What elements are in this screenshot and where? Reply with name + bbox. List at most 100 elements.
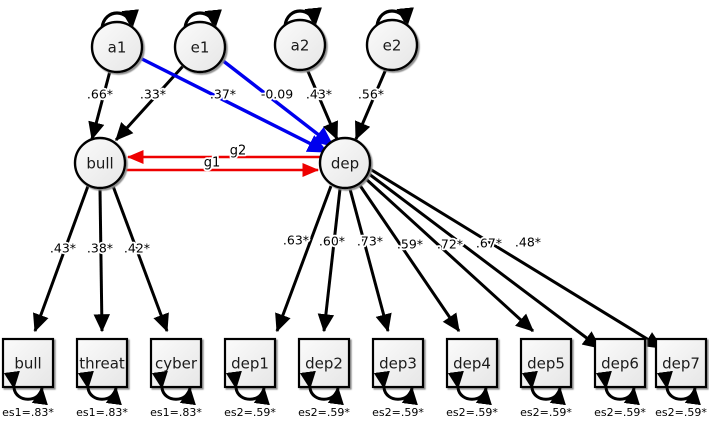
path-label-dep-ind3: .73*	[357, 234, 383, 249]
error-label-ind-dep3: es2=.59*	[372, 406, 424, 419]
indicator-ind-dep1[interactable]: dep1	[223, 337, 277, 389]
error-loop-ind-dep3	[373, 370, 418, 406]
node-bull[interactable]: bull	[73, 136, 127, 190]
path-label-dep-ind7: .48*	[515, 235, 541, 250]
path-bull-ind-cyber	[111, 185, 169, 333]
error-loop-ind-dep1	[225, 370, 270, 406]
path-label-e1-bull: .33*	[140, 87, 166, 102]
node-dep[interactable]: dep	[318, 136, 372, 190]
path-label-halo: .56*	[358, 87, 384, 102]
indicator-ind-dep7[interactable]: dep7	[654, 337, 708, 389]
path-label-bull-ind1: .43*	[50, 241, 76, 256]
path-e2-dep	[354, 68, 388, 141]
path-label-halo: .33*	[140, 87, 166, 102]
path-label-dep-ind5: .72*	[437, 237, 463, 252]
indicator-label: dep2	[305, 355, 343, 373]
path-label-halo: .59*	[397, 237, 423, 252]
indicator-label: dep3	[379, 355, 417, 373]
indicator-label: dep6	[601, 355, 639, 373]
node-label: a2	[291, 37, 310, 55]
path-dep-ind-dep7	[369, 167, 664, 350]
node-label: bull	[86, 155, 113, 173]
path-a1-dep	[139, 56, 329, 154]
error-label-ind-dep7: es2=.59*	[655, 406, 707, 419]
error-label-ind-cyber: es1=.83*	[150, 406, 202, 419]
path-label-e2-dep: .56*	[358, 87, 384, 102]
node-label: a1	[108, 39, 127, 57]
self-loop-a2	[274, 7, 322, 45]
error-loop-ind-dep6	[595, 370, 640, 406]
path-label-dep-ind2: .60*	[319, 234, 345, 249]
path-label-halo: .72*	[437, 237, 463, 252]
path-label-halo: g2	[230, 144, 247, 159]
node-label: e1	[191, 39, 210, 57]
error-label-ind-threat: es1=.83*	[76, 406, 128, 419]
error-loop-ind-threat	[77, 370, 122, 406]
indicator-label: cyber	[155, 355, 198, 373]
error-label-ind-bull: es1=.83*	[2, 406, 54, 419]
path-label-dep-ind6: .67*	[476, 236, 502, 251]
indicator-ind-threat[interactable]: threat	[75, 337, 129, 389]
self-loop-a1	[91, 9, 139, 47]
path-label-halo: .60*	[319, 234, 345, 249]
path-label-halo: .48*	[515, 235, 541, 250]
error-loop-ind-dep2	[299, 370, 344, 406]
path-label-halo: .38*	[87, 241, 113, 256]
node-a2[interactable]: a2	[273, 18, 327, 72]
indicator-ind-bull[interactable]: bull	[1, 337, 55, 389]
measurement-paths-dep	[275, 167, 664, 350]
path-dep-ind-dep2	[317, 188, 342, 333]
indicator-ind-dep3[interactable]: dep3	[371, 337, 425, 389]
path-bull-ind-threat	[93, 188, 111, 333]
error-loop-ind-dep5	[521, 370, 566, 406]
path-dep-ind-dep6	[368, 172, 601, 350]
path-label-halo: g1	[204, 156, 221, 171]
cross-paths	[139, 56, 335, 154]
path-label-halo: .66*	[87, 87, 113, 102]
path-label-bull-dep-g1: g1	[204, 156, 221, 171]
indicator-label: bull	[14, 355, 41, 373]
error-label-ind-dep1: es2=.59*	[224, 406, 276, 419]
indicator-label: dep7	[662, 355, 700, 373]
path-label-bull-ind2: .38*	[87, 241, 113, 256]
node-label: dep	[331, 155, 359, 173]
path-dep-ind-dep1	[275, 185, 333, 333]
path-label-dep-bull-g2: g2	[230, 144, 247, 159]
indicator-ind-dep4[interactable]: dep4	[445, 337, 499, 389]
indicator-label: dep1	[231, 355, 269, 373]
path-label-halo: .67*	[476, 236, 502, 251]
indicator-ind-cyber[interactable]: cyber	[149, 337, 203, 389]
indicator-label: threat	[79, 355, 125, 373]
path-label-bull-ind3: .42*	[124, 241, 150, 256]
error-loop-ind-bull	[3, 370, 48, 406]
self-loop-e1	[174, 9, 222, 47]
path-label-halo: .37*	[210, 87, 236, 102]
path-label-halo: .43*	[50, 241, 76, 256]
indicator-ind-dep2[interactable]: dep2	[297, 337, 351, 389]
self-loop-group	[91, 7, 414, 47]
path-label-halo: -0.09	[261, 87, 293, 102]
path-label-e1-dep: -0.09	[261, 87, 293, 102]
path-bull-ind-bull	[33, 185, 90, 333]
indicator-ind-dep6[interactable]: dep6	[593, 337, 647, 389]
path-label-dep-ind4: .59*	[397, 237, 423, 252]
self-loop-e2	[366, 7, 414, 45]
node-a1[interactable]: a1	[90, 20, 144, 74]
error-label-ind-dep2: es2=.59*	[298, 406, 350, 419]
path-label-layer: .66*.66*.33*.33*.37*.37*-0.09-0.09.43*.4…	[48, 85, 543, 258]
node-e1[interactable]: e1	[173, 20, 227, 74]
path-label-a1-dep: .37*	[210, 87, 236, 102]
structural-paths	[88, 63, 388, 142]
error-loop-ind-dep4	[447, 370, 492, 406]
path-label-halo: .42*	[124, 241, 150, 256]
path-label-a2-dep: .43*	[306, 87, 332, 102]
path-dep-ind-dep5	[364, 177, 535, 333]
path-a1-bull	[88, 70, 112, 141]
path-label-a1-bull: .66*	[87, 87, 113, 102]
path-e1-dep	[220, 58, 335, 148]
error-loop-ind-cyber	[151, 370, 196, 406]
indicator-ind-dep5[interactable]: dep5	[519, 337, 573, 389]
indicator-label: dep4	[453, 355, 491, 373]
node-e2[interactable]: e2	[365, 18, 419, 72]
